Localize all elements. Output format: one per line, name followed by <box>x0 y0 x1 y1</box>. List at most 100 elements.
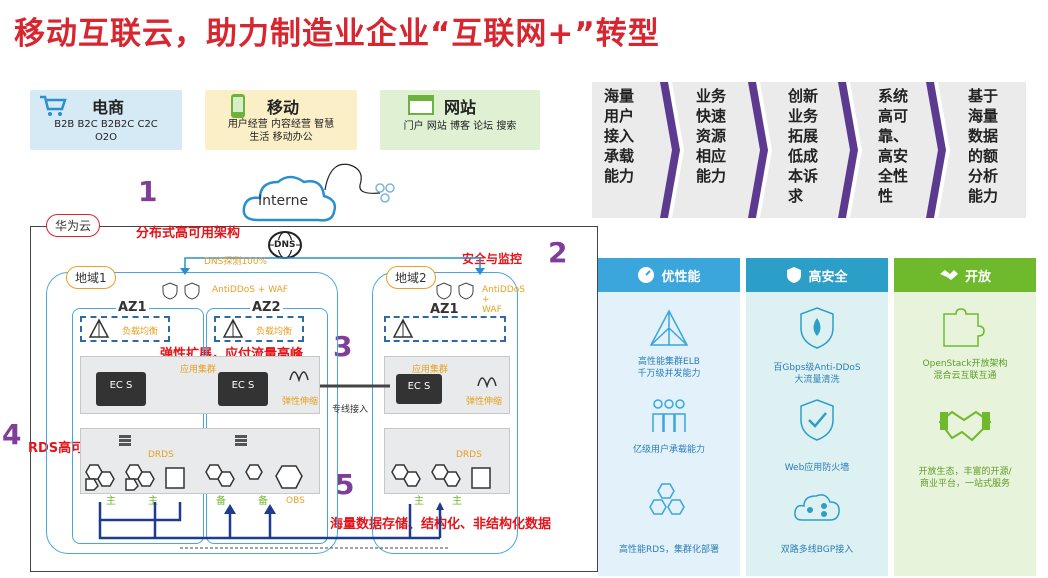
panel-security-header: 高安全 <box>746 258 888 292</box>
cart-icon <box>40 95 67 116</box>
step-number-4: 4 <box>2 418 22 451</box>
shield-icon <box>162 282 200 300</box>
antiddos-waf-label: AntiDDoS + WAF <box>212 285 288 295</box>
mobile-line-2: 生活 移动办公 <box>249 132 313 143</box>
ecs-servers-az1: EC S <box>96 372 146 406</box>
sec-feature-3: 双路多线BGP接入 <box>780 545 854 555</box>
az-2-label: AZ2 <box>250 300 283 315</box>
db-role-3: 备 <box>216 496 226 507</box>
region-2 <box>372 272 518 554</box>
rds-hexagon-cluster-icon <box>391 464 491 489</box>
advantage-3: 创新业务拓展低成本诉求 <box>788 87 819 205</box>
panel-performance-title: 优性能 <box>661 269 701 285</box>
load-balancer-icon <box>222 318 244 338</box>
panel-security: 高安全 百Gbps级Anti-DDoS 大流量清洗 Web应用防火墙 双路多线B… <box>746 258 888 576</box>
hexagon-icon <box>649 483 685 515</box>
az-1-label-region-2: AZ1 <box>430 302 459 317</box>
app-cluster-label: 应用集群 <box>180 365 217 375</box>
elastic-scaling-icon <box>477 377 497 388</box>
ecs-servers-az2: EC S <box>218 372 268 406</box>
panel-open-title: 开放 <box>964 269 991 285</box>
load-balancer-az2 <box>214 316 304 342</box>
puzzle-icon <box>943 308 985 347</box>
drds-label: DRDS <box>148 450 174 460</box>
mobile-heading: 移动 <box>267 98 300 117</box>
triangle-network-icon <box>649 309 689 346</box>
advantages-strip <box>592 76 1026 224</box>
website-heading: 网站 <box>444 98 477 117</box>
load-balancer-icon <box>392 318 414 338</box>
replication-bus-lines <box>98 502 450 549</box>
elastic-scaling-label: 弹性伸缩 <box>282 397 319 407</box>
callout-distributed-ha: 分布式高可用架构 <box>136 226 241 241</box>
web-icon <box>408 95 434 115</box>
database-icon <box>119 435 131 446</box>
app-cluster-label-region-2: 应用集群 <box>412 365 449 375</box>
db-role-1: 主 <box>106 496 116 507</box>
db-role-5: 主 <box>414 496 424 507</box>
obs-label: OBS <box>286 496 305 506</box>
panel-performance-header: 优性能 <box>598 258 740 292</box>
advantage-1: 海量用户接入承载能力 <box>604 87 635 185</box>
lb-label-az1: 负载均衡 <box>122 327 159 337</box>
shield-icon-region-2 <box>436 282 474 300</box>
ecommerce-box: 电商 B2B B2C B2B2C C2C O2O <box>30 90 182 150</box>
region-1 <box>46 272 338 554</box>
advantage-2: 业务快速资源相应能力 <box>696 87 727 185</box>
lb-label-az2: 负载均衡 <box>256 327 293 337</box>
ecommerce-heading: 电商 <box>92 98 125 117</box>
website-line-1: 门户 网站 博客 论坛 搜索 <box>403 121 517 132</box>
shield-icon <box>787 267 802 283</box>
drop-shield-icon <box>800 307 834 349</box>
db-role-2: 主 <box>148 496 158 507</box>
advantage-5: 基于海量数据的额分析能力 <box>968 87 999 205</box>
database-icon <box>235 435 247 446</box>
mobile-line-1: 用户经营 内容经营 智慧 <box>227 119 335 130</box>
load-balancer-az1 <box>80 316 170 342</box>
step-number-1: 1 <box>138 175 158 208</box>
open-feature-2-line-2: 商业平台，一站式服务 <box>919 479 1010 489</box>
drds-label-region-2: DRDS <box>456 450 482 460</box>
rds-hexagon-cluster-icon <box>205 464 303 489</box>
panel-open-header: 开放 <box>894 258 1036 292</box>
db-role-6: 主 <box>452 496 462 507</box>
elastic-scaling-icon <box>289 371 309 382</box>
dedicated-line-connector <box>320 384 390 388</box>
handshake-icon <box>938 410 992 442</box>
step-number-2: 2 <box>548 236 568 269</box>
perf-feature-3: 高性能RDS，集群化部署 <box>619 545 719 555</box>
huawei-cloud-container <box>30 226 598 572</box>
internet-cloud-icon <box>242 175 337 222</box>
dns-routing-lines <box>180 257 485 275</box>
website-box: 网站 门户 网站 博客 论坛 搜索 <box>380 90 540 150</box>
huawei-cloud-label: 华为云 <box>46 214 101 237</box>
advantage-4: 系统高可靠、高安全性性 <box>878 87 909 205</box>
internet-link-curve <box>324 163 381 194</box>
antiddos-waf-label-2: AntiDDoS + WAF <box>482 285 525 315</box>
ecs-servers-region-2: EC S <box>396 374 442 404</box>
dedicated-line-label: 专线接入 <box>332 405 369 415</box>
step-number-5: 5 <box>335 468 355 501</box>
sec-feature-1-line-2: 大流量清洗 <box>794 375 840 385</box>
panel-performance: 优性能 高性能集群ELB 千万级并发能力 亿级用户承载能力 高性能RDS，集群化… <box>598 258 740 576</box>
gauge-icon <box>638 267 655 283</box>
page-title: 移动互联云，助力制造业企业“互联网+”转型 <box>14 16 660 52</box>
region-2-label: 地域2 <box>386 266 436 289</box>
elastic-scaling-label-region-2: 弹性伸缩 <box>466 397 503 407</box>
mobile-box: 移动 用户经营 内容经营 智慧 生活 移动办公 <box>205 90 357 150</box>
dns-probe-label: DNS探测100% <box>204 257 268 267</box>
panel-security-title: 高安全 <box>808 269 848 285</box>
users-icon <box>652 399 686 432</box>
cloud-share-icon <box>794 494 840 521</box>
advantages-chevron-bg <box>592 82 1026 218</box>
sec-feature-1-line-1: 百Gbps级Anti-DDoS <box>773 363 861 373</box>
region-1-label: 地域1 <box>66 266 116 289</box>
internet-label: Interne <box>258 193 309 209</box>
db-role-4: 备 <box>258 496 268 507</box>
perf-feature-1-line-2: 千万级并发能力 <box>637 369 701 379</box>
mobile-icon <box>231 94 245 118</box>
callout-rds-ha: RDS高可用 <box>28 441 98 456</box>
panel-open: 开放 OpenStack开放架构 混合云互联互通 开放生态，丰富的开源/ 商业平… <box>894 258 1036 576</box>
dns-label: DNS <box>274 240 296 250</box>
perf-feature-1-line-1: 高性能集群ELB <box>638 357 700 367</box>
